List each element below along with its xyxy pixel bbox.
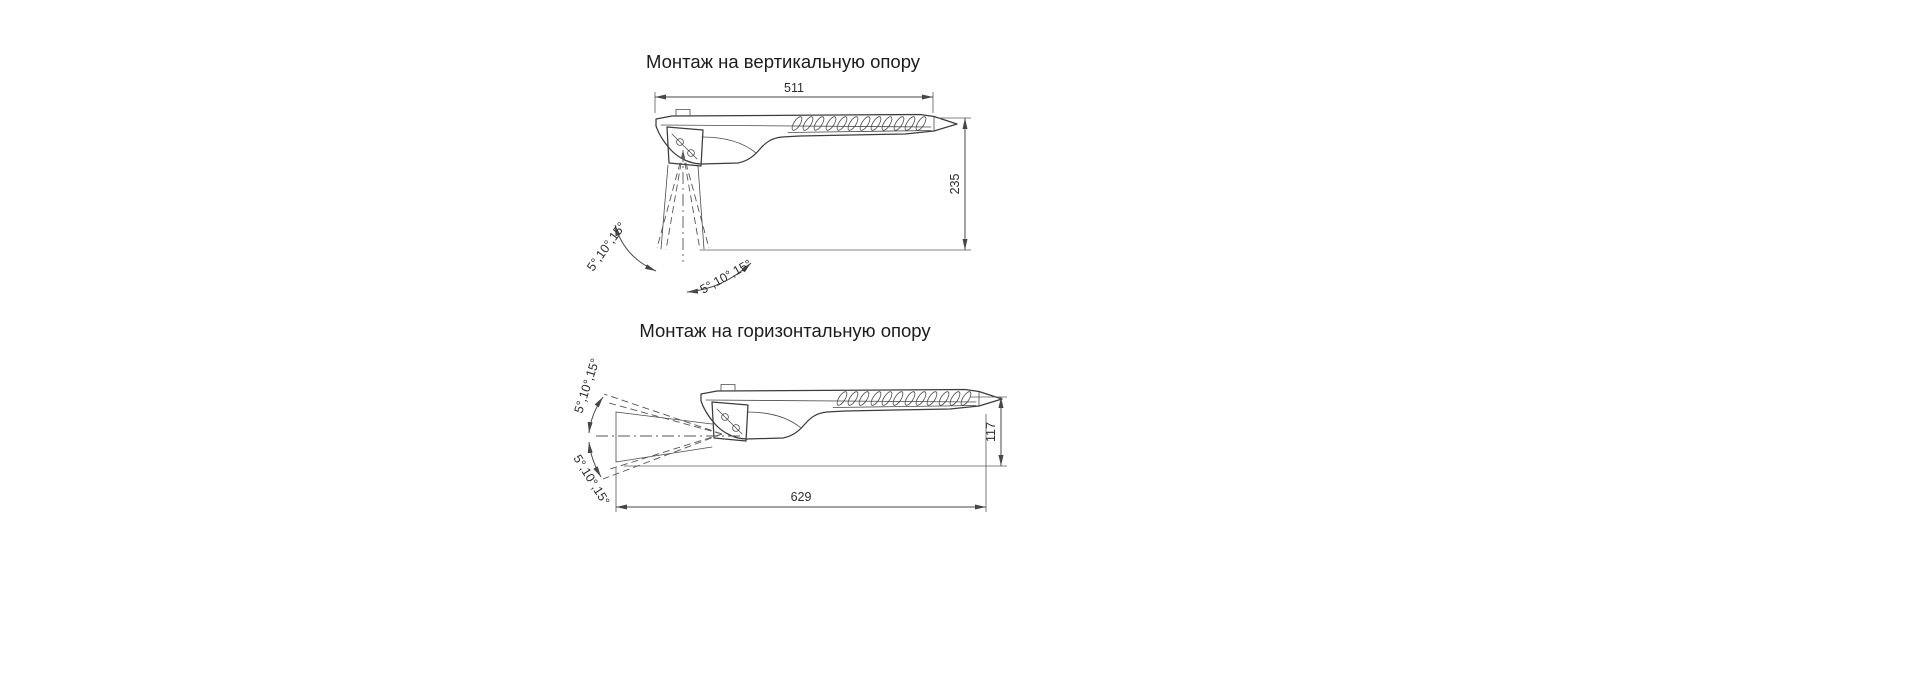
tilt-angle-label-bottom: 5°,10°,15° <box>570 452 612 508</box>
vertical-mount-title: Монтаж на вертикальную опору <box>646 51 921 72</box>
vertical-pole <box>656 150 710 262</box>
height-dimension-value: 117 <box>984 422 998 442</box>
length-dimension-value: 511 <box>784 81 804 95</box>
dimension-height-235: 235 <box>700 117 971 251</box>
tilt-angle-label-left: 5°,10°,15° <box>584 220 629 274</box>
horizontal-mount-diagram: Монтаж на горизонтальную опору 5°,10°,15… <box>570 320 1007 512</box>
length-dimension-value: 629 <box>791 490 812 504</box>
dimension-length-629: 629 <box>615 414 987 512</box>
luminaire-side-view <box>700 383 1003 442</box>
horizontal-pole <box>596 393 742 480</box>
dimension-length-511: 511 <box>654 81 934 113</box>
luminaire-side-view <box>655 108 958 167</box>
tilt-angles-horizontal: 5°,10°,15° 5°,10°,15° <box>570 357 612 508</box>
vertical-mount-diagram: Монтаж на вертикальную опору 5°,10°,15° … <box>584 51 971 297</box>
horizontal-mount-title: Монтаж на горизонтальную опору <box>639 320 931 341</box>
height-dimension-value: 235 <box>948 174 962 195</box>
dimension-height-117: 117 <box>624 396 1007 467</box>
tilt-angle-label-right: 5°,10°,15° <box>698 257 754 297</box>
